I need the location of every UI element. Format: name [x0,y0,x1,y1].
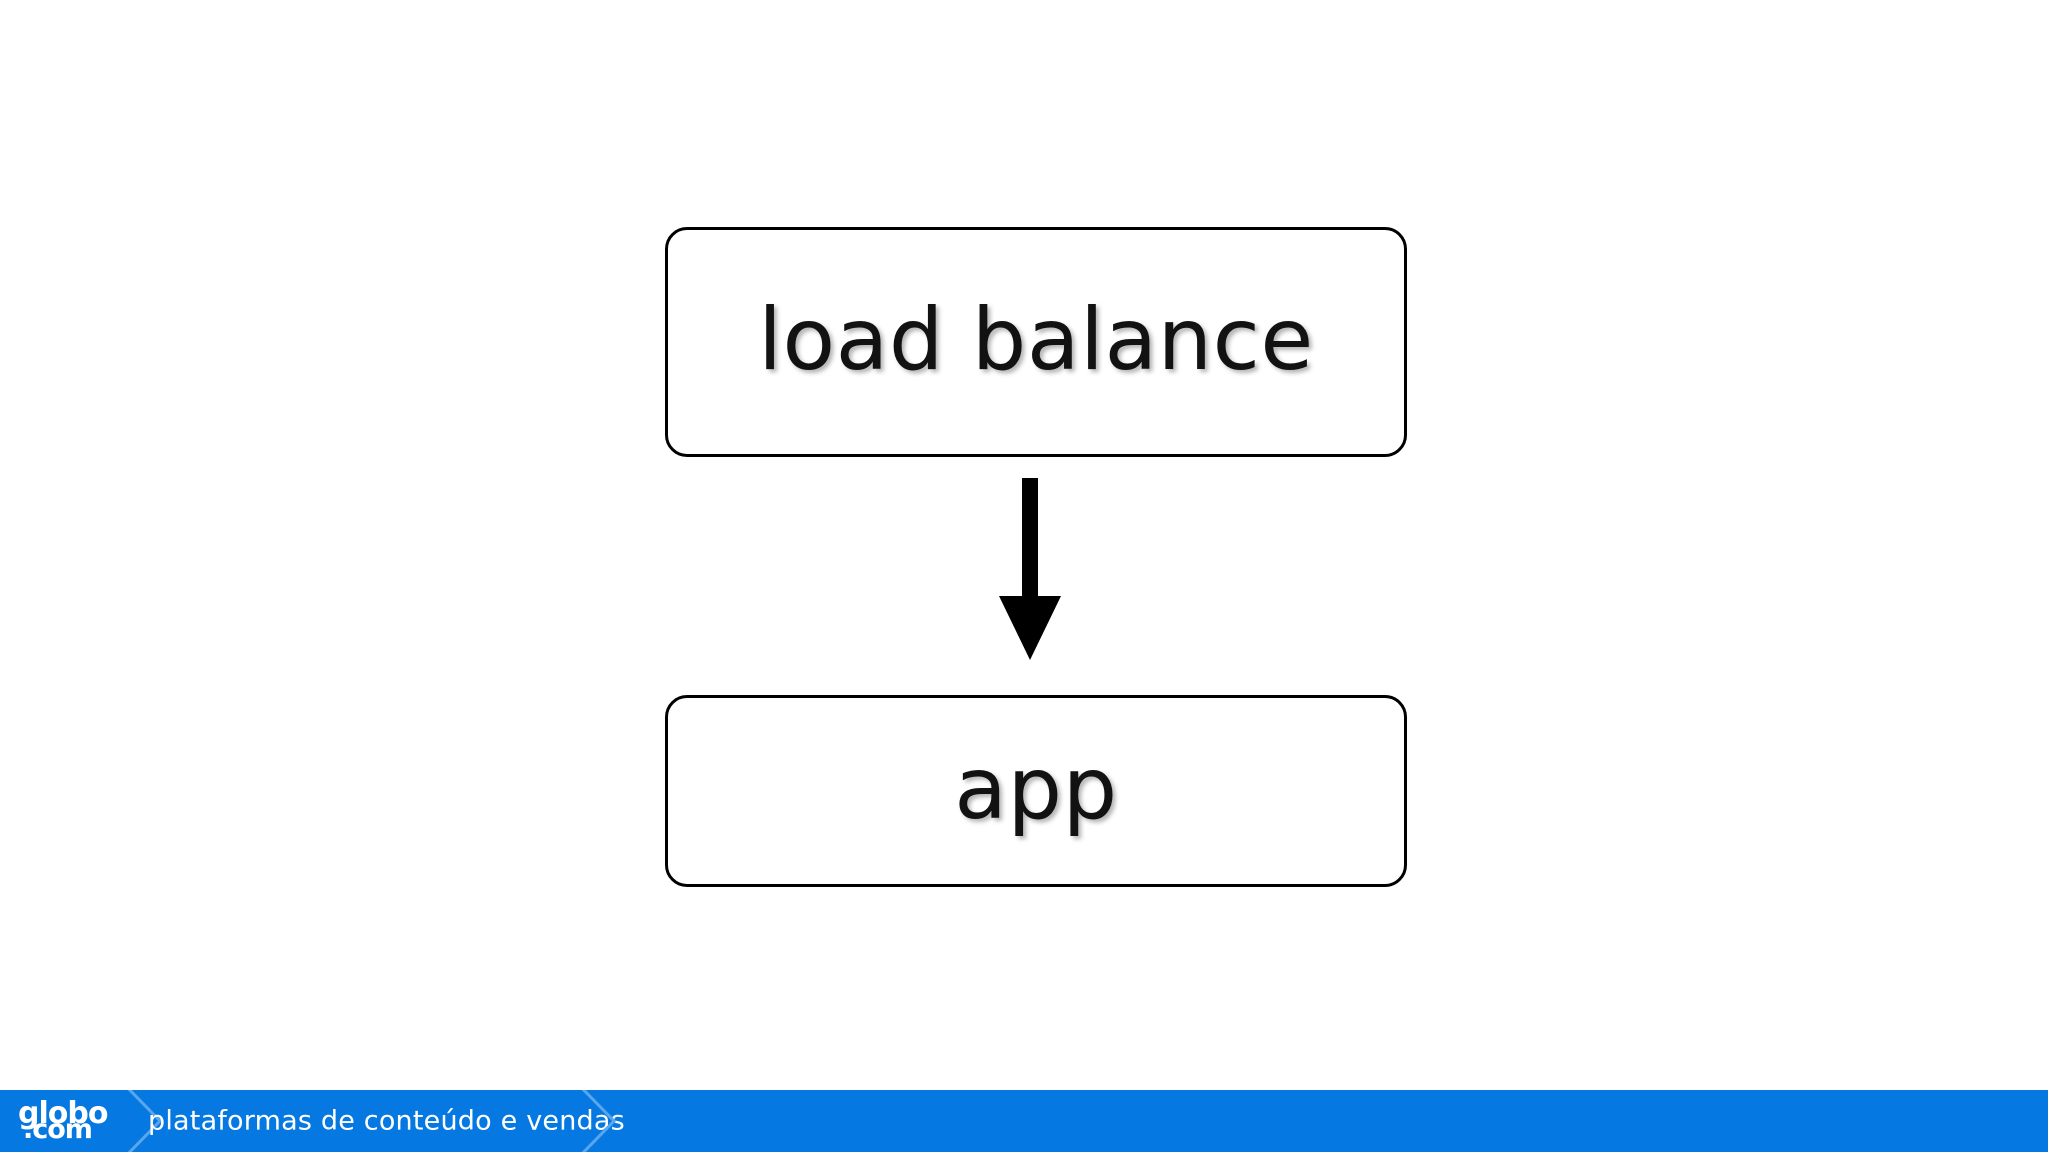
globo-logo-line1: globo [18,1096,108,1131]
diagram-node-app-label: app [954,739,1118,839]
diagram-node-load-balance[interactable]: load balance [665,227,1407,457]
globo-logo: globo .com [18,1099,114,1145]
globo-logo-line2: .com [23,1114,93,1145]
diagram-node-load-balance-label: load balance [758,290,1314,390]
chevron-right-icon [581,1090,617,1152]
footer-tagline: plataformas de conteúdo e vendas [148,1105,625,1137]
diagram-node-app[interactable]: app [665,695,1407,887]
footer-bar: globo .com plataformas de conteúdo e ven… [0,1090,2048,1152]
down-arrow-icon [999,478,1061,660]
diagram-edge-load-balance-to-app [985,478,1075,678]
chevron-right-icon [127,1090,163,1152]
